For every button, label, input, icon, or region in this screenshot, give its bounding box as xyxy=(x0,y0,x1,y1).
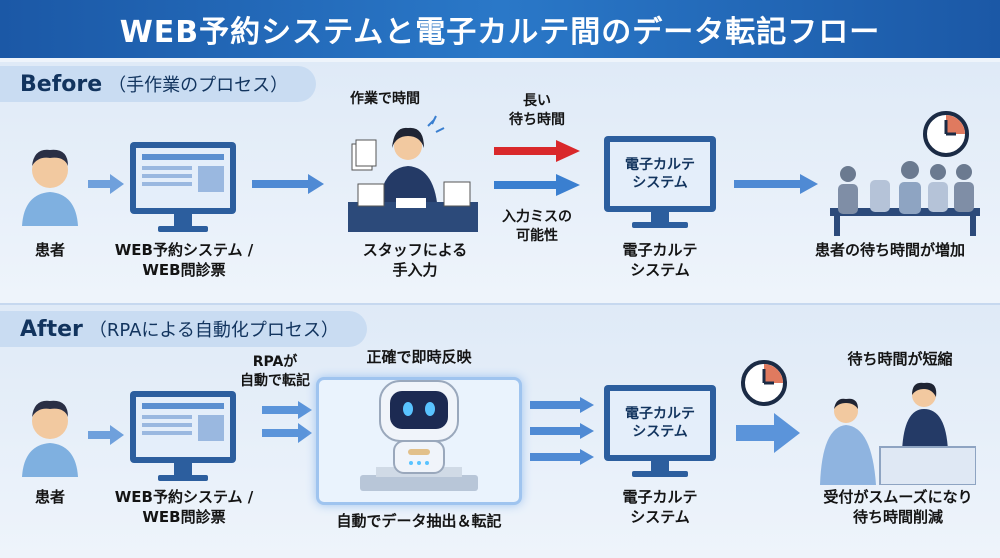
arrow-icon xyxy=(88,174,124,194)
arrow-icon xyxy=(262,423,312,443)
arrow-icon xyxy=(530,423,594,439)
robot-icon xyxy=(360,380,478,491)
page-title: WEB予約システムと電子カルテ間のデータ転記フロー xyxy=(119,15,881,50)
title-bar: WEB予約システムと電子カルテ間のデータ転記フロー xyxy=(0,0,1000,58)
web-system-line2: WEB問診票 xyxy=(142,261,226,280)
emr-screen: 電子カルテ システム xyxy=(610,391,710,455)
web-monitor-icon xyxy=(130,391,236,481)
arrow-icon xyxy=(530,397,594,413)
emr-label: 電子カルテ システム xyxy=(590,240,730,281)
before-label: Before （手作業のプロセス） xyxy=(0,66,317,102)
after-label: After （RPAによる自動化プロセス） xyxy=(0,311,367,347)
emr-monitor: 電子カルテ システム xyxy=(604,385,716,461)
after-section: After （RPAによる自動化プロセス） 患者 WEB予約システム / WEB… xyxy=(0,303,1000,558)
waiting-people-icon xyxy=(830,161,980,236)
monitor-base xyxy=(632,222,688,228)
web-system-line2: WEB問診票 xyxy=(142,508,226,527)
clock-icon xyxy=(741,360,787,406)
input-error-line1: 入力ミスの xyxy=(502,209,572,225)
clock-icon xyxy=(923,111,969,157)
arrow-icon xyxy=(262,401,312,419)
smooth-line1: 受付がスムーズになり xyxy=(823,488,973,506)
input-error-line2: 可能性 xyxy=(516,227,558,244)
input-error-label: 入力ミスの 可能性 xyxy=(488,208,586,246)
emr-screen: 電子カルテ システム xyxy=(610,142,710,206)
arrow-icon xyxy=(736,413,800,453)
rpa-auto-label: RPAが 自動で転記 xyxy=(230,353,320,391)
monitor-stand xyxy=(651,212,669,222)
long-wait-line1: 長い xyxy=(523,93,551,109)
arrow-icon xyxy=(494,174,580,196)
staff-line1: スタッフによる xyxy=(362,241,468,259)
after-label-main: After xyxy=(20,316,83,342)
after-label-sub: （RPAによる自動化プロセス） xyxy=(88,320,339,341)
arrow-icon xyxy=(252,174,324,194)
waiting-label: 患者の待ち時間が増加 xyxy=(814,241,965,259)
emr-line2: システム xyxy=(630,508,690,527)
before-label-sub: （手作業のプロセス） xyxy=(108,75,289,96)
work-time-label: 作業で時間 xyxy=(350,91,420,107)
reception-icon xyxy=(820,382,976,485)
emr-label: 電子カルテ システム xyxy=(590,487,730,528)
rpa-auto-line1: RPAが xyxy=(252,354,298,370)
long-wait-label: 長い 待ち時間 xyxy=(488,92,586,130)
monitor-base xyxy=(632,471,688,477)
web-system-line1: WEB予約システム / xyxy=(114,241,254,259)
staff-icon xyxy=(348,115,478,232)
before-section: Before （手作業のプロセス） 患者 WEB予約システム / WEB問診票 … xyxy=(0,62,1000,297)
web-monitor-icon xyxy=(130,142,236,232)
arrow-icon xyxy=(530,449,594,465)
emr-screen-line2: システム xyxy=(632,175,688,191)
emr-line2: システム xyxy=(630,261,690,280)
patient-icon xyxy=(22,149,78,226)
emr-screen-line2: システム xyxy=(632,424,688,440)
patient-label: 患者 xyxy=(34,488,65,506)
emr-line1: 電子カルテ xyxy=(622,488,698,506)
long-wait-line2: 待ち時間 xyxy=(509,111,565,128)
emr-monitor: 電子カルテ システム xyxy=(604,136,716,212)
staff-label: スタッフによる 手入力 xyxy=(340,240,490,281)
monitor-stand xyxy=(651,461,669,471)
web-system-label: WEB予約システム / WEB問診票 xyxy=(106,487,262,528)
arrow-icon xyxy=(88,425,124,445)
red-arrow-icon xyxy=(494,140,580,162)
staff-line2: 手入力 xyxy=(392,261,438,280)
web-system-line1: WEB予約システム / xyxy=(114,488,254,506)
arrow-icon xyxy=(734,174,818,194)
emr-screen-line1: 電子カルテ xyxy=(625,156,695,173)
before-label-main: Before xyxy=(20,71,103,97)
shorter-label: 待ち時間が短縮 xyxy=(847,350,953,368)
smooth-label: 受付がスムーズになり 待ち時間削減 xyxy=(800,487,996,528)
patient-label: 患者 xyxy=(34,241,65,259)
extract-label: 自動でデータ抽出＆転記 xyxy=(336,512,502,530)
patient-icon xyxy=(22,400,78,477)
emr-screen-line1: 電子カルテ xyxy=(625,405,695,422)
emr-line1: 電子カルテ xyxy=(622,241,698,259)
accurate-label: 正確で即時反映 xyxy=(366,348,472,366)
rpa-auto-line2: 自動で転記 xyxy=(240,372,310,389)
web-system-label: WEB予約システム / WEB問診票 xyxy=(106,240,262,281)
smooth-line2: 待ち時間削減 xyxy=(852,508,943,527)
